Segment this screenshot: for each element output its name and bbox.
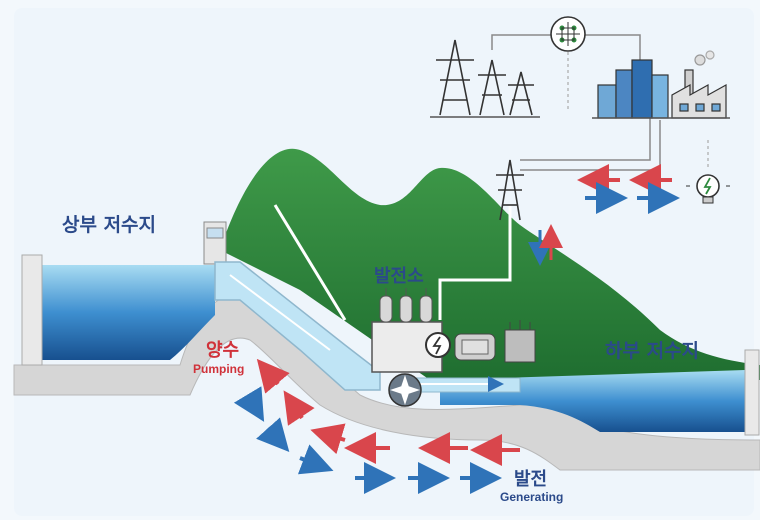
upper-reservoir-label: 상부 저수지 — [62, 214, 157, 236]
generating-label-kr: 발전 — [514, 469, 548, 490]
mountain — [220, 148, 760, 380]
transmission-tower-icon — [496, 159, 524, 221]
exchange-arrows — [528, 164, 680, 266]
pumping-label-kr: 양수 — [206, 340, 240, 361]
generating-arrows — [233, 386, 502, 494]
factory-icon — [671, 50, 727, 119]
city-skyline-icon — [597, 59, 669, 119]
transmission-towers-icon — [436, 39, 534, 116]
grid-network-icon — [550, 16, 586, 52]
pumping-label-en: Pumping — [193, 362, 245, 376]
transformer-icon — [504, 320, 536, 363]
motor-icon — [454, 333, 496, 361]
pumping-arrows — [256, 358, 520, 466]
grid-line-2 — [520, 118, 651, 161]
lower-dam-wall — [744, 349, 760, 436]
penstock-flow-line — [229, 274, 331, 351]
turbine-icon — [388, 373, 422, 407]
power-cable — [438, 205, 512, 320]
access-tunnel — [273, 204, 347, 321]
lower-reservoir-label: 하부 저수지 — [605, 340, 700, 362]
upper-dam-wall — [21, 254, 43, 366]
generating-label-en: Generating — [500, 490, 564, 504]
dam-gate-icon — [203, 221, 227, 265]
generator-icon — [425, 332, 451, 358]
powerhouse-machinery — [371, 288, 443, 373]
upper-reservoir-water — [40, 265, 215, 360]
powerhouse-label: 발전소 — [374, 266, 424, 287]
lightbulb-icon — [686, 174, 730, 204]
